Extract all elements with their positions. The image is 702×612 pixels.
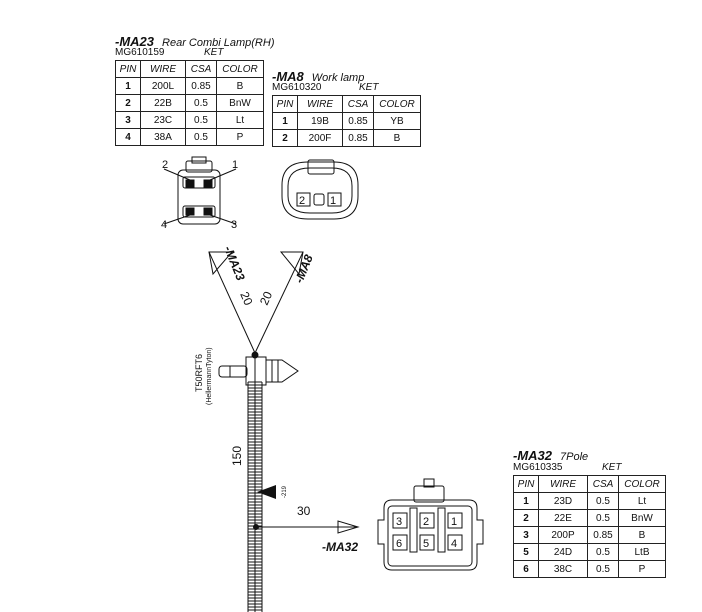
ma23-part-number: MG610159 [115, 47, 165, 58]
ma23-part-line: MG610159 KET [115, 48, 255, 58]
ma23-connector-face [163, 156, 237, 225]
ma32-pin-label: 6 [396, 538, 402, 550]
junction-node [251, 351, 259, 359]
ma32-branch-terminal-icon [337, 520, 360, 534]
ma23-pin-label: 4 [161, 219, 167, 231]
ma23-pin-label: 3 [231, 219, 237, 231]
ma23-pin-label: 2 [162, 159, 168, 171]
ma32-manufacturer: KET [602, 462, 622, 473]
ma8-part-line: MG610320 KET [272, 83, 412, 93]
ma32-description: 7Pole [560, 451, 589, 463]
junction-node [253, 524, 259, 530]
marker-label: -219 [282, 485, 288, 498]
ma23-branch-terminal-icon [208, 251, 234, 276]
ma23-branch-label: -MA23 [221, 244, 248, 283]
ma8-pin-label: 2 [299, 195, 305, 207]
ma32-pin-label: 5 [423, 538, 429, 550]
ma32-pin-label: 3 [396, 516, 402, 528]
ma23-length-label: 20 [237, 290, 255, 308]
ma23-manufacturer: KET [204, 47, 224, 58]
ma32-id: -MA32 [513, 448, 553, 463]
cell-color: P [618, 560, 666, 578]
ma23-pin-label: 1 [232, 159, 238, 171]
ma8-manufacturer: KET [359, 82, 379, 93]
ma23-title: -MA23 Rear Combi Lamp(RH) [115, 34, 275, 50]
cell-wire: 200F [297, 129, 343, 147]
ma32-pin-label: 2 [423, 516, 429, 528]
ma23-branch-wire [208, 251, 256, 354]
ma8-pin-label: 1 [330, 195, 336, 207]
corrugated-tube [247, 381, 263, 612]
ma8-description: Work lamp [311, 72, 365, 84]
cell-color: P [216, 128, 264, 146]
ma8-branch-label: -MA8 [292, 252, 316, 285]
ma8-id: -MA8 [272, 69, 304, 84]
marker-flag-icon [257, 485, 276, 499]
ma8-connector-face [281, 159, 359, 220]
cell-color: B [373, 129, 421, 147]
ma8-table-header: PIN WIRE CSA COLOR [272, 95, 421, 113]
ma32-pin-label: 1 [451, 516, 457, 528]
ma32-connector-face [377, 478, 484, 571]
ma32-table-header: PIN WIRE CSA COLOR [513, 475, 666, 493]
harness-clip-icon [218, 356, 299, 386]
ma32-part-line: MG610335 KET [513, 463, 653, 473]
clip-maker-label: (HellermannTyton) [206, 347, 213, 405]
cell-wire: 38C [538, 560, 588, 578]
ma32-title: -MA32 7Pole [513, 448, 588, 464]
ma23-description: Rear Combi Lamp(RH) [162, 37, 275, 49]
ma8-title: -MA8 Work lamp [272, 69, 364, 85]
cell-csa: 0.5 [587, 560, 619, 578]
trunk-length-label: 150 [230, 446, 244, 466]
ma32-pin-label: 4 [451, 538, 457, 550]
ma23-id: -MA23 [115, 34, 155, 49]
ma8-length-label: 20 [257, 289, 275, 307]
ma32-branch-label: -MA32 [322, 540, 358, 554]
ma8-part-number: MG610320 [272, 82, 322, 93]
ma32-part-number: MG610335 [513, 462, 563, 473]
ma32-length-label: 30 [297, 504, 311, 518]
ma8-branch-terminal-icon [279, 251, 304, 276]
clip-part-label: T50RFT6 [194, 354, 204, 392]
